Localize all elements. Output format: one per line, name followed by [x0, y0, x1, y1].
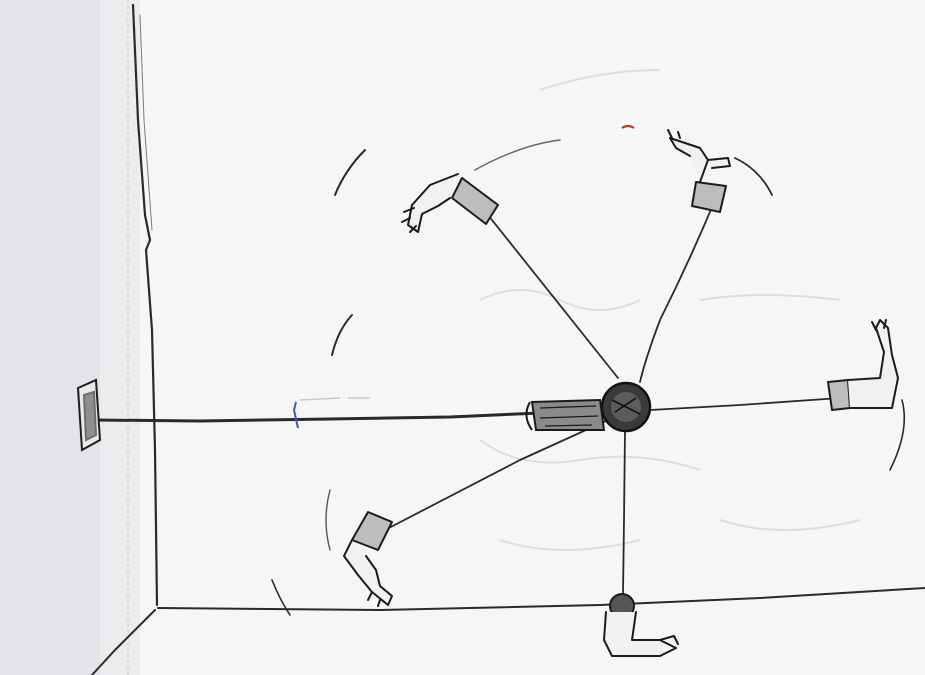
hub-cuff-left — [526, 400, 604, 430]
paper-shadow-soft — [100, 0, 140, 675]
rotation-arc-upper-right — [735, 158, 772, 195]
string-upper-left — [484, 210, 618, 378]
arm-upper-left — [402, 174, 498, 232]
pencil-lines — [92, 5, 925, 675]
string-right — [650, 398, 840, 410]
ghost-marks — [480, 70, 860, 550]
rotation-arc-right — [890, 400, 904, 470]
blue-mark — [294, 402, 298, 428]
arm-right — [828, 320, 898, 410]
red-mark — [622, 126, 634, 128]
string-bottom — [623, 430, 625, 595]
central-hub — [602, 383, 650, 431]
rotation-arc-left — [332, 315, 352, 355]
string-to-wall — [95, 413, 540, 421]
ghost-dashes — [300, 398, 370, 400]
string-upper-right — [640, 200, 715, 382]
rotation-arc-lower-left — [326, 490, 330, 550]
rotation-arc-upper-left — [335, 150, 365, 195]
floor-line — [158, 588, 925, 610]
rotation-arc-top — [475, 140, 560, 170]
wall-plate — [78, 380, 100, 450]
arm-lower-left — [344, 512, 392, 606]
wall-corner-line-shadow — [140, 15, 152, 230]
string-lower-left — [385, 420, 608, 530]
arm-upper-right — [668, 130, 730, 212]
